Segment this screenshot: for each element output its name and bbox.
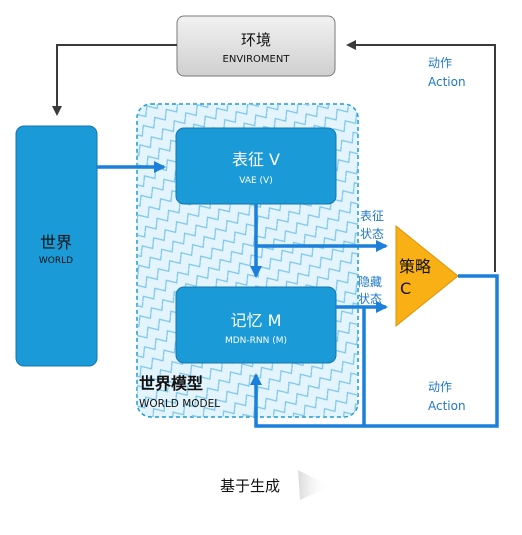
world-box [15, 125, 98, 367]
controller-title-line2: C [400, 279, 411, 298]
caption: 基于生成 [220, 477, 280, 495]
caption-fade [298, 470, 330, 500]
action-loop-to-memory [250, 274, 499, 428]
environment-subtitle: ENVIROMENT [223, 54, 291, 65]
repr-state-line1: 表征 [360, 209, 384, 223]
world-title: 世界 [40, 233, 72, 252]
arrow-controller-to-env [346, 40, 496, 272]
controller-title-line1: 策略 [399, 257, 431, 276]
controller-triangle [395, 224, 459, 328]
action-top-cn: 动作 [428, 56, 452, 70]
memory-title: 记忆 M [231, 311, 282, 330]
memory-subtitle: MDN-RNN (M) [225, 336, 287, 346]
arrow-env-to-world [52, 44, 177, 116]
vae-title: 表征 V [232, 150, 280, 169]
vae-subtitle: VAE (V) [239, 176, 272, 186]
world-model-title: 世界模型 [139, 374, 203, 393]
memory-box [175, 286, 337, 364]
environment-title: 环境 [241, 31, 271, 49]
world-subtitle: WORLD [39, 256, 73, 266]
action-top-en: Action [428, 75, 466, 89]
action-bottom-cn: 动作 [428, 380, 452, 394]
action-bottom-en: Action [428, 399, 466, 413]
world-model-subtitle: WORLD MODEL [139, 398, 220, 410]
repr-state-line2: 状态 [360, 227, 384, 241]
hidden-state-line2: 状态 [358, 292, 382, 306]
hidden-state-line1: 隐藏 [358, 275, 382, 289]
